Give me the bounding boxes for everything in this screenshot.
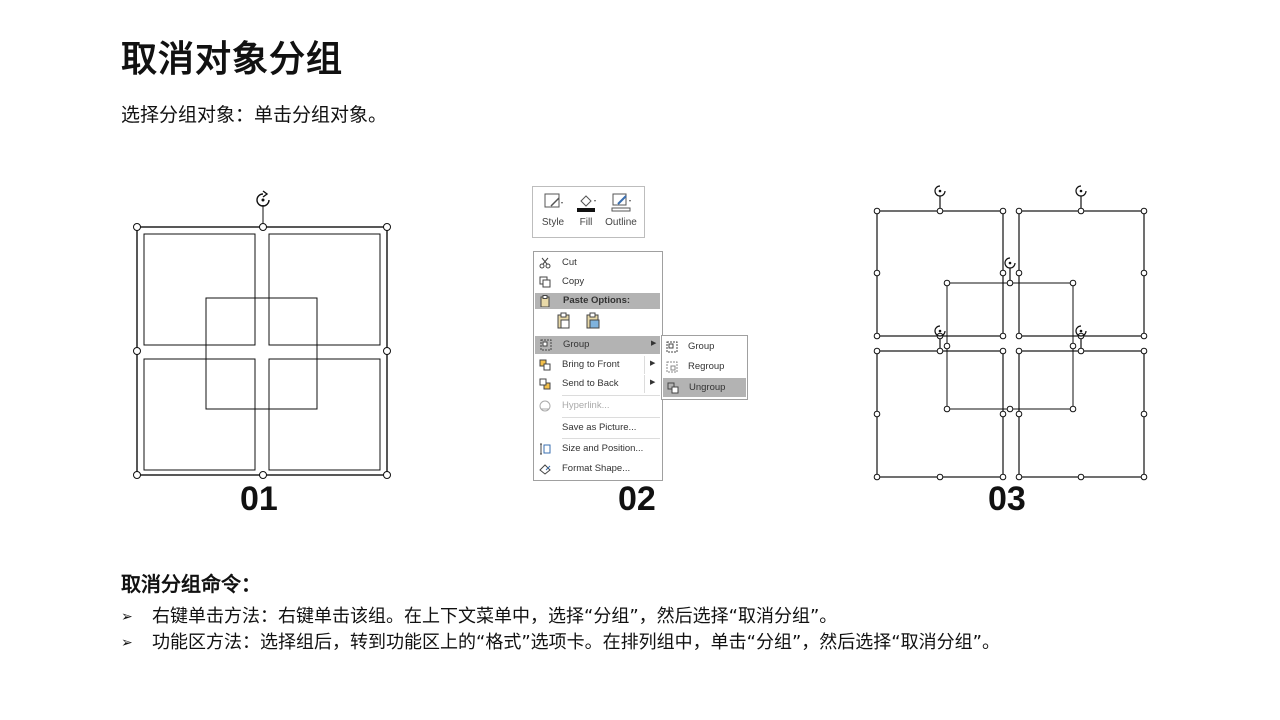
resize-handle — [383, 347, 391, 355]
format-shape-icon — [539, 464, 551, 475]
submenu-item-regroup[interactable]: Regroup — [662, 357, 747, 376]
instruction-right-click: 右键单击方法：右键单击该组。在上下文菜单中，选择“分组”，然后选择“取消分组”。 — [152, 606, 838, 627]
menu-item-hyperlink: Hyperlink... — [534, 397, 662, 415]
submenu-item-ungroup[interactable]: Ungroup — [663, 378, 746, 397]
pen-outline-icon — [611, 193, 631, 212]
resize-handle — [133, 347, 141, 355]
resize-handle — [259, 223, 267, 231]
section-title: 取消分组命令： — [121, 572, 261, 596]
regroup-icon — [666, 361, 678, 373]
resize-handle — [259, 471, 267, 479]
resize-handle — [133, 223, 141, 231]
menu-item-copy[interactable]: Copy — [534, 273, 662, 291]
submenu-arrow-icon: ▶ — [651, 340, 657, 347]
bring-to-front-icon — [539, 359, 551, 371]
figure-label-01: 01 — [240, 480, 278, 518]
submenu-arrow-icon: ▶ — [650, 379, 656, 386]
resize-handle — [133, 471, 141, 479]
paste-keep-formatting-icon[interactable] — [556, 312, 572, 330]
hyperlink-icon — [539, 400, 551, 412]
shape-style-icon — [544, 193, 563, 208]
resize-handle — [383, 471, 391, 479]
ungroup-icon — [667, 382, 679, 394]
menu-item-send-to-back[interactable]: Send to Back ▶ — [534, 375, 662, 393]
size-position-icon — [540, 443, 551, 455]
clipboard-icon — [540, 295, 550, 307]
group-submenu: Group Regroup Ungroup — [661, 335, 748, 400]
instruction-list: ➢ 右键单击方法：右键单击该组。在上下文菜单中，选择“分组”，然后选择“取消分组… — [121, 604, 1000, 656]
menu-item-size-and-position[interactable]: Size and Position... — [534, 440, 662, 458]
fill-button[interactable]: Fill — [568, 187, 604, 237]
rotate-handle-icon — [256, 190, 270, 207]
rotate-handle-icon — [934, 185, 1087, 337]
copy-icon — [539, 276, 551, 288]
menu-item-bring-to-front[interactable]: Bring to Front ▶ — [534, 356, 662, 374]
paste-picture-icon[interactable] — [585, 312, 601, 330]
group-icon — [666, 341, 678, 353]
mini-toolbar: Style Fill Outline — [532, 186, 645, 238]
submenu-item-group[interactable]: Group — [662, 337, 747, 356]
menu-item-save-as-picture[interactable]: Save as Picture... — [562, 422, 637, 433]
menu-item-format-shape[interactable]: Format Shape... — [534, 460, 662, 478]
page-title: 取消对象分组 — [121, 39, 344, 80]
send-to-back-icon — [539, 378, 551, 390]
page-subtitle: 选择分组对象：单击分组对象。 — [121, 104, 388, 126]
list-item: ➢ 功能区方法：选择组后，转到功能区上的“格式”选项卡。在排列组中，单击“分组”… — [121, 630, 1000, 656]
menu-item-cut[interactable]: Cut — [534, 254, 662, 272]
resize-handle — [383, 223, 391, 231]
figure-label-03: 03 — [988, 480, 1026, 518]
list-item: ➢ 右键单击方法：右键单击该组。在上下文菜单中，选择“分组”，然后选择“取消分组… — [121, 604, 1000, 630]
outline-button[interactable]: Outline — [603, 187, 639, 237]
paint-bucket-icon — [577, 195, 596, 212]
submenu-arrow-icon: ▶ — [650, 360, 656, 367]
context-menu: Cut Copy Paste Options: Group ▶ Bring to… — [533, 251, 663, 481]
arrow-bullet-icon: ➢ — [121, 635, 133, 651]
arrow-bullet-icon: ➢ — [121, 609, 133, 625]
menu-item-group[interactable]: Group ▶ — [535, 336, 660, 354]
style-button[interactable]: Style — [535, 187, 571, 237]
instruction-ribbon: 功能区方法：选择组后，转到功能区上的“格式”选项卡。在排列组中，单击“分组”，然… — [152, 632, 1000, 653]
paste-options-header: Paste Options: — [535, 293, 660, 309]
figure-label-02: 02 — [618, 480, 656, 518]
scissors-icon — [539, 257, 551, 269]
group-icon — [540, 339, 552, 351]
